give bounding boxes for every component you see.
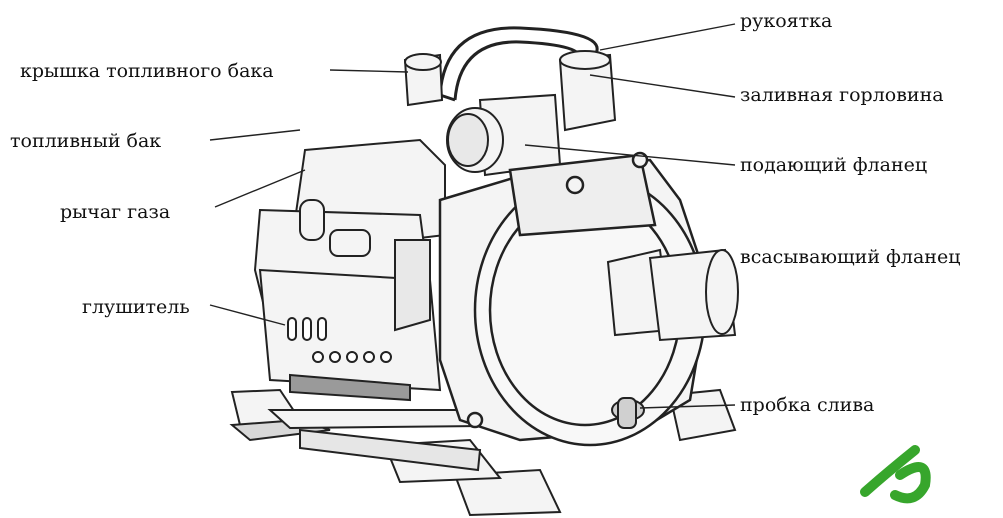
engine-block [253,138,446,392]
fuel-cap-drawing [403,53,444,107]
label-suction-flange: всасывающий фланец [740,246,961,268]
label-muffler: глушитель [82,296,190,318]
drain-plug-drawing [611,397,645,429]
filler-neck-drawing [558,50,617,132]
label-fuel-tank: топливный бак [10,130,162,152]
label-discharge-flange: подающий фланец [740,154,928,176]
pump-frame [229,388,737,517]
muffler-vents [287,317,411,402]
leader-lines [209,23,736,409]
label-drain-plug: пробка слива [740,394,875,416]
discharge-flange-drawing [446,93,562,177]
label-handle: рукоятка [740,10,833,32]
label-filler-neck: заливная горловина [740,84,944,106]
label-throttle: рычаг газа [60,201,171,223]
green-curl-logo-icon [860,445,931,504]
label-fuel-cap: крышка топливного бака [20,60,274,82]
suction-flange-drawing [606,248,739,342]
pump-housing [438,151,707,447]
